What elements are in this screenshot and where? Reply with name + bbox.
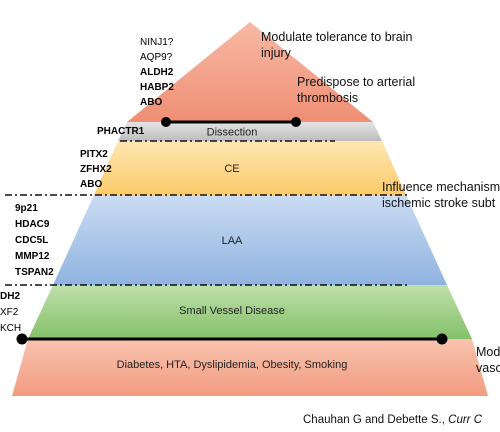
gene-label: NINJ1?	[140, 37, 174, 48]
pyramid-apex-wide	[127, 22, 373, 122]
annotation-brain-injury: injury	[261, 46, 292, 60]
gene-label: HABP2	[140, 82, 174, 93]
gene-label: KCH	[0, 323, 21, 334]
gene-label: ABO	[80, 179, 102, 190]
pyramid-dissection-wide	[118, 122, 382, 141]
gene-label: PITX2	[80, 149, 108, 160]
vascular-risk-bar-dot	[436, 333, 448, 345]
annotation-vascular: vasc	[476, 361, 500, 375]
annotation-mechanism: ischemic stroke subt	[382, 196, 496, 210]
annotation-brain-injury: Modulate tolerance to brain	[261, 30, 413, 44]
gene-label: DH2	[0, 291, 20, 302]
thrombosis-bar-dot	[161, 117, 171, 127]
gene-label: CDC5L	[15, 235, 48, 246]
citation-authors: Chauhan G and Debette S.,	[303, 414, 448, 426]
gene-label: ABO	[140, 97, 162, 108]
vascular-risk-bar-dot	[16, 333, 28, 345]
gene-label: MMP12	[15, 251, 50, 262]
thrombosis-bar-dot	[291, 117, 301, 127]
gene-label: AQP9?	[140, 52, 173, 63]
pyramid-svd-wide	[28, 285, 472, 339]
annotation-mechanism: Influence mechanism	[382, 180, 500, 194]
level-label-ce: CE	[224, 163, 239, 175]
gene-label: XF2	[0, 307, 19, 318]
citation-journal: Curr C	[448, 414, 483, 426]
gene-label: ALDH2	[140, 67, 174, 78]
level-label-risk-factors: Diabetes, HTA, Dyslipidemia, Obesity, Sm…	[117, 359, 348, 371]
level-label-small-vessel-disease: Small Vessel Disease	[179, 305, 285, 317]
gene-label: TSPAN2	[15, 267, 54, 278]
gene-label: 9p21	[15, 203, 38, 214]
pyramid-laa-wide	[53, 195, 447, 285]
annotation-thrombosis: thrombosis	[297, 91, 358, 105]
annotation-thrombosis: Predispose to arterial	[297, 75, 415, 89]
citation: Chauhan G and Debette S., Curr C	[303, 414, 483, 426]
pyramid-base-wide	[12, 339, 488, 396]
annotation-vascular: Mod	[476, 345, 500, 359]
gene-label: HDAC9	[15, 219, 50, 230]
level-label-dissection: Dissection	[207, 127, 258, 139]
level-label-laa: LAA	[222, 235, 243, 247]
pyramid-ce-wide	[94, 141, 406, 195]
gene-label: ZFHX2	[80, 164, 112, 175]
gene-label: PHACTR1	[97, 126, 145, 137]
